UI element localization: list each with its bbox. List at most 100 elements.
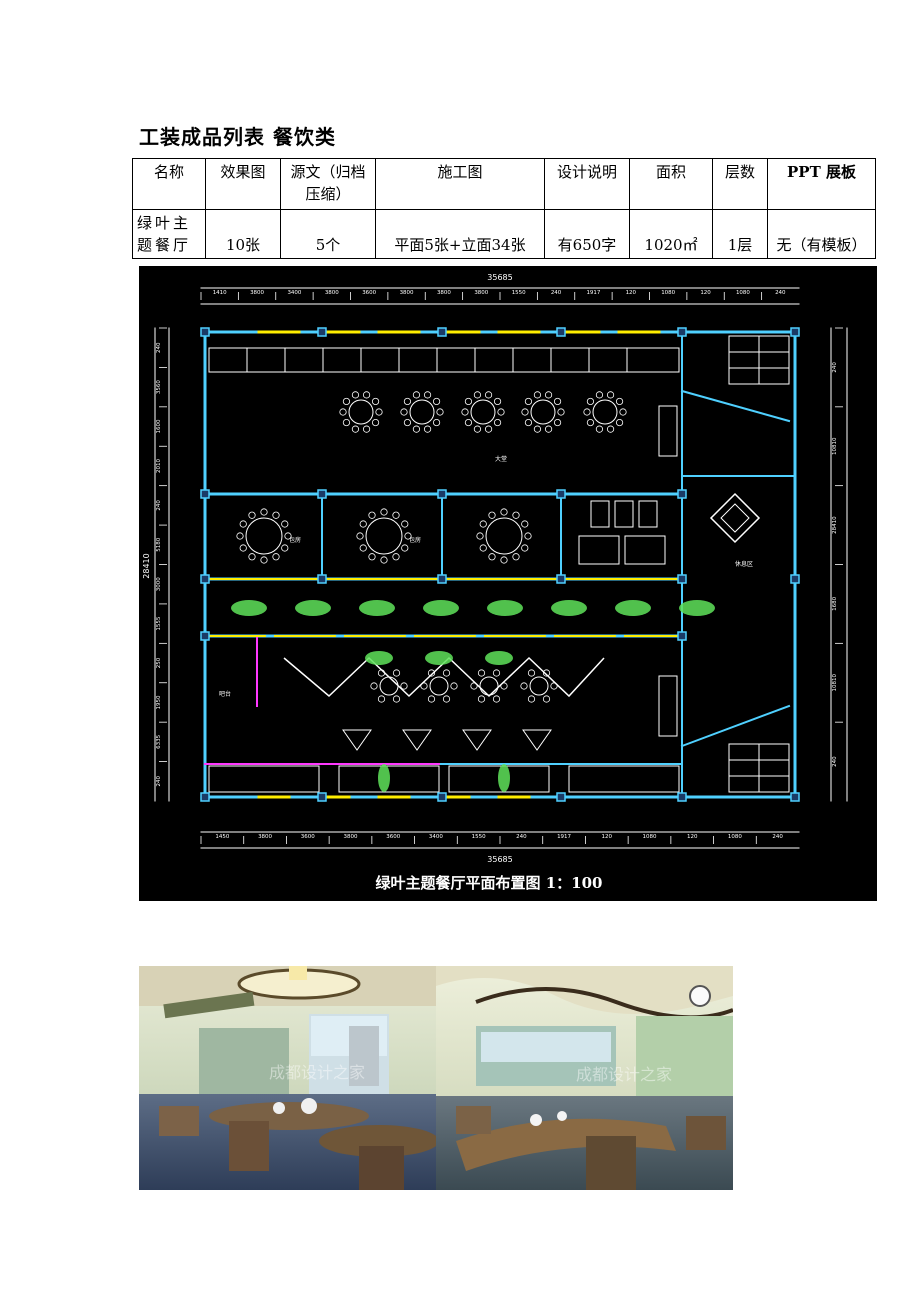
overall-height-left: 28410 (142, 553, 151, 578)
dimension-label: 120 (700, 290, 711, 296)
chair (356, 532, 364, 540)
structural-column (790, 327, 800, 337)
chair (524, 418, 533, 427)
rendering-svg-1: 成都设计之家 (139, 966, 436, 1190)
chair (401, 520, 409, 528)
rendering-photos: 成都设计之家 成 (139, 966, 733, 1190)
washroom-top (728, 335, 790, 385)
chair (477, 695, 486, 703)
planter (425, 651, 453, 665)
chair (527, 669, 536, 677)
dimension-label: 120 (626, 290, 637, 296)
chair (442, 695, 451, 703)
dimension-label: 3400 (287, 290, 301, 296)
structural-column (556, 489, 566, 499)
header-description: 设计说明 (544, 158, 630, 210)
chair (400, 408, 408, 416)
chair (281, 544, 289, 552)
structural-column (677, 574, 687, 584)
dimension-label: 1917 (557, 834, 571, 840)
chair (464, 397, 473, 406)
chair (492, 669, 501, 677)
chair (492, 695, 501, 703)
floor-plan-caption: 绿叶主题餐厅平面布置图 1：100 (376, 874, 603, 892)
dimension-label: 2010 (156, 458, 162, 472)
chair (423, 425, 432, 433)
chair (553, 418, 562, 427)
diagonal-wall-top (680, 389, 791, 423)
structural-column (677, 327, 687, 337)
dimension-label: 1080 (736, 290, 750, 296)
table-header-row: 名称 效果图 源文（归档压缩） 施工图 设计说明 面积 层数 PPT 展板 (132, 158, 876, 210)
chair (606, 425, 615, 433)
right-wall (681, 375, 796, 477)
round-table (470, 399, 496, 425)
chair (470, 682, 478, 690)
structural-column (556, 327, 566, 337)
structural-column (790, 574, 800, 584)
dimension-label: 240 (516, 834, 527, 840)
dimension-label: 240 (156, 776, 162, 787)
chair (260, 508, 268, 516)
cell-ppt: 无（有模板） (767, 209, 876, 259)
chair (404, 532, 412, 540)
chair (500, 682, 508, 690)
chair (284, 532, 292, 540)
chair (461, 408, 469, 416)
chair (403, 418, 412, 427)
chair (615, 418, 624, 427)
chair (450, 682, 458, 690)
plan-column-group (200, 327, 800, 802)
cell-area: 1020㎡ (629, 209, 713, 259)
dimension-label: 3800 (258, 834, 272, 840)
chair (377, 695, 386, 703)
chair (368, 511, 376, 519)
planter (679, 600, 715, 616)
round-table (365, 517, 403, 555)
chair (493, 418, 502, 427)
chair (464, 418, 473, 427)
dimension-label: 3800 (474, 290, 488, 296)
round-table (530, 399, 556, 425)
header-name: 名称 (132, 158, 206, 210)
chair (248, 511, 256, 519)
outer-wall (203, 330, 797, 799)
chair (524, 397, 533, 406)
document-title: 工装成品列表 餐饮类 (139, 125, 336, 149)
room-label-bar: 吧台 (219, 690, 231, 698)
dimension-label: 240 (156, 342, 162, 353)
booth-row-bottom (208, 765, 680, 793)
chair (371, 418, 380, 427)
cell-description: 有650字 (544, 209, 630, 259)
chair (473, 391, 482, 399)
round-table (485, 517, 523, 555)
dimension-label: 3600 (386, 834, 400, 840)
chair (606, 391, 615, 399)
chair (380, 508, 388, 516)
dimension-label: 3560 (156, 380, 162, 394)
overall-width-top: 35685 (487, 273, 512, 282)
structural-column (437, 327, 447, 337)
chair (521, 520, 529, 528)
structural-column (790, 792, 800, 802)
structural-column (200, 631, 210, 641)
structural-column (677, 489, 687, 499)
chair (583, 408, 591, 416)
plan-plant-group (231, 600, 715, 792)
chair (527, 695, 536, 703)
triangle-table (522, 729, 552, 751)
dimension-label: 3800 (344, 834, 358, 840)
planter (231, 600, 267, 616)
chair (339, 408, 347, 416)
chair (521, 544, 529, 552)
dimension-label: 240 (156, 500, 162, 511)
chair (488, 553, 496, 561)
structural-column (317, 574, 327, 584)
washroom-bottom (728, 743, 790, 793)
chair (586, 397, 595, 406)
product-table: 名称 效果图 源文（归档压缩） 施工图 设计说明 面积 层数 PPT 展板 绿叶… (132, 158, 876, 259)
chair (375, 408, 383, 416)
diamond-feature (709, 492, 761, 544)
